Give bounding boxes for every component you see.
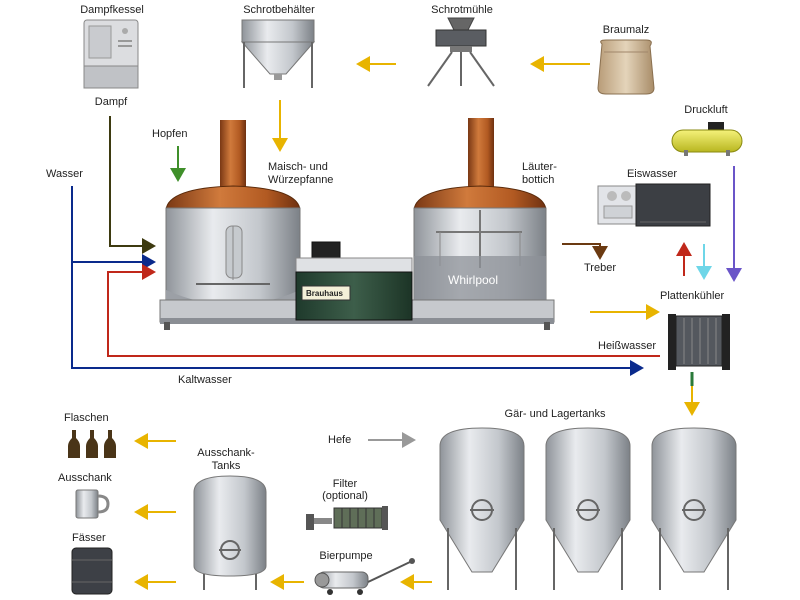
label-whirlpool: Whirlpool [448,273,499,287]
schrotbehaelter-icon [240,19,316,88]
bierpumpe-icon [314,558,415,595]
label-braumalz: Braumalz [602,24,650,36]
laeuterbottich-icon [413,118,547,307]
label-laeuter-line1: Läuter- [522,161,557,173]
ausschank-tank-icon [193,475,267,590]
gaer-tank-3-icon [651,427,737,590]
label-kaltwasser: Kaltwasser [178,374,232,386]
label-hopfen: Hopfen [152,128,188,140]
filter-icon [306,506,388,530]
schrotmuehle-icon [427,17,495,87]
plattenkuehler-icon [668,314,730,370]
label-schrotmuehle: Schrotmühle [431,4,493,16]
gaer-tank-1-icon [439,427,525,590]
label-faesser: Fässer [72,532,106,544]
label-dampfkessel: Dampfkessel [80,4,144,16]
dampfkessel-icon [83,19,139,89]
label-flaschen: Flaschen [64,412,109,424]
flaschen-icon [68,430,116,458]
gaer-tank-2-icon [545,427,631,590]
label-filter-line2: (optional) [322,490,368,502]
maischpfanne-icon [165,120,301,305]
label-hefe: Hefe [328,434,352,446]
label-wasser: Wasser [46,168,83,180]
druckluft-tank-icon [671,122,743,156]
label-schrotbehaelter: Schrotbehälter [243,4,315,16]
console-brand-label: Brauhaus [306,289,343,298]
label-bierpumpe: Bierpumpe [319,550,373,562]
treber-flow-arrow [562,243,608,260]
label-maisch-line2: Würzepfanne [268,174,334,186]
dampf-flow-line [109,116,156,254]
label-eiswasser: Eiswasser [626,168,678,180]
label-heisswasser: Heißwasser [598,340,657,352]
heisswasser-flow-line [107,242,692,357]
braumalz-sack-icon [597,39,655,95]
label-laeuter-line2: bottich [522,174,555,186]
label-maisch-line1: Maisch- und [268,161,328,173]
label-dampf: Dampf [94,96,128,108]
label-gaer-lagertanks: Gär- und Lagertanks [504,408,606,420]
wasser-flow-line [71,186,644,376]
beer-output-arrows [134,433,432,590]
label-druckluft: Druckluft [684,104,728,116]
eiswasser-unit-icon [597,183,711,227]
control-console-icon [295,241,413,321]
label-ausschank-tanks-line1: Ausschank- [197,447,255,459]
label-filter-line1: Filter [332,478,358,490]
label-ausschank: Ausschank [58,472,112,484]
label-treber: Treber [584,262,616,274]
faesser-keg-icon [71,547,113,595]
label-plattenkuehler: Plattenkühler [660,290,725,302]
ausschank-mug-icon [75,489,110,519]
grain-flow-arrows [272,56,700,416]
label-ausschank-tanks-line2: Tanks [211,460,241,472]
